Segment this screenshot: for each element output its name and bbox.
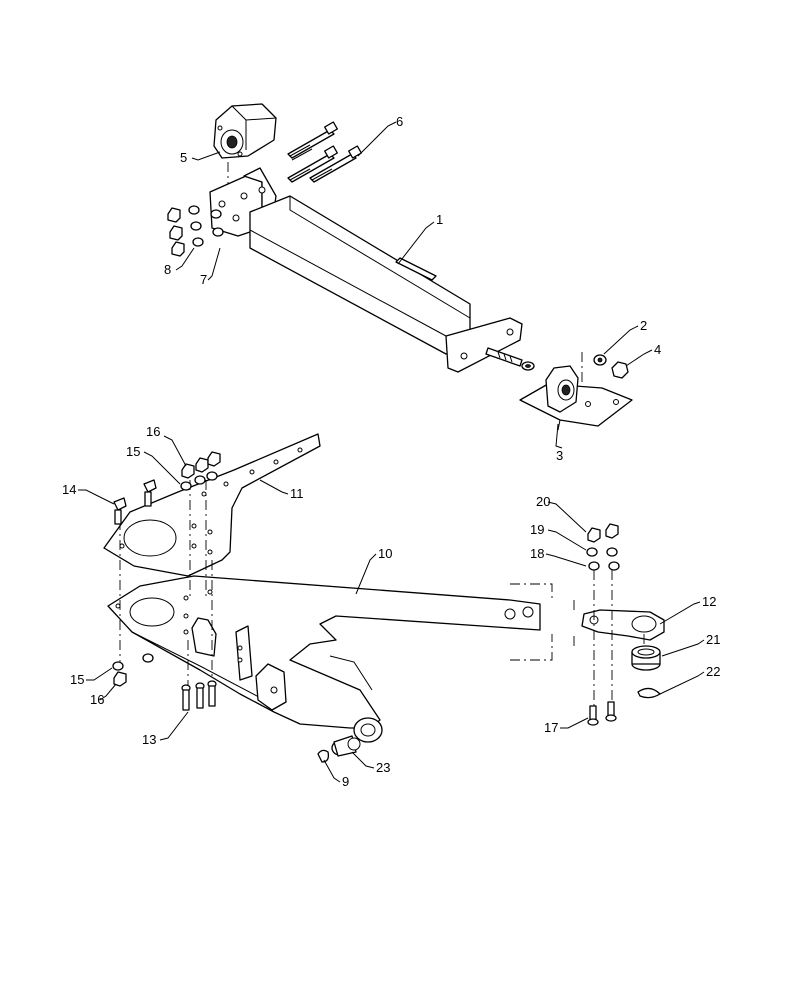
bolts-part-6 xyxy=(287,121,362,183)
callout-16a: 16 xyxy=(146,424,160,439)
callout-6: 6 xyxy=(396,114,403,129)
callout-13: 13 xyxy=(142,732,156,747)
hardware-parts-13-to-20 xyxy=(112,451,620,726)
frame-part-10 xyxy=(107,575,541,743)
callout-23: 23 xyxy=(376,760,390,775)
leader-lines xyxy=(78,121,705,783)
callout-4: 4 xyxy=(654,342,661,357)
plate-part-11 xyxy=(103,433,321,577)
callout-1: 1 xyxy=(436,212,443,227)
callout-labels: 1 2 3 4 5 6 7 8 9 10 11 12 13 14 15 15 1… xyxy=(62,114,720,789)
tube-frame-part-1 xyxy=(209,167,523,373)
callout-5: 5 xyxy=(180,150,187,165)
callout-2: 2 xyxy=(640,318,647,333)
tube-end-bolt xyxy=(485,347,535,371)
callout-17: 17 xyxy=(544,720,558,735)
callout-21: 21 xyxy=(706,632,720,647)
callout-14: 14 xyxy=(62,482,76,497)
callout-9: 9 xyxy=(342,774,349,789)
sleeve-part-23 xyxy=(331,735,361,757)
callout-11: 11 xyxy=(290,486,304,501)
washer-hole xyxy=(597,357,603,363)
callout-15b: 15 xyxy=(70,672,84,687)
bracket-part-3 xyxy=(519,365,633,431)
bearing-block-part-5 xyxy=(213,103,277,159)
callout-22: 22 xyxy=(706,664,720,679)
callout-19: 19 xyxy=(530,522,544,537)
callout-7: 7 xyxy=(200,272,207,287)
snap-ring-part-22 xyxy=(637,687,661,699)
nuts-washers-parts-7-8 xyxy=(167,205,224,257)
arm-part-12 xyxy=(581,609,665,641)
nut-part-4 xyxy=(611,361,629,379)
callout-12: 12 xyxy=(702,594,716,609)
callout-8: 8 xyxy=(164,262,171,277)
callout-16b: 16 xyxy=(90,692,104,707)
callout-18: 18 xyxy=(530,546,544,561)
callout-10: 10 xyxy=(378,546,392,561)
assembly-axis-lines xyxy=(119,480,645,706)
snap-ring-part-9 xyxy=(317,749,330,763)
callout-20: 20 xyxy=(536,494,550,509)
callout-3: 3 xyxy=(556,448,563,463)
bushing-part-21 xyxy=(631,645,661,671)
callout-15a: 15 xyxy=(126,444,140,459)
